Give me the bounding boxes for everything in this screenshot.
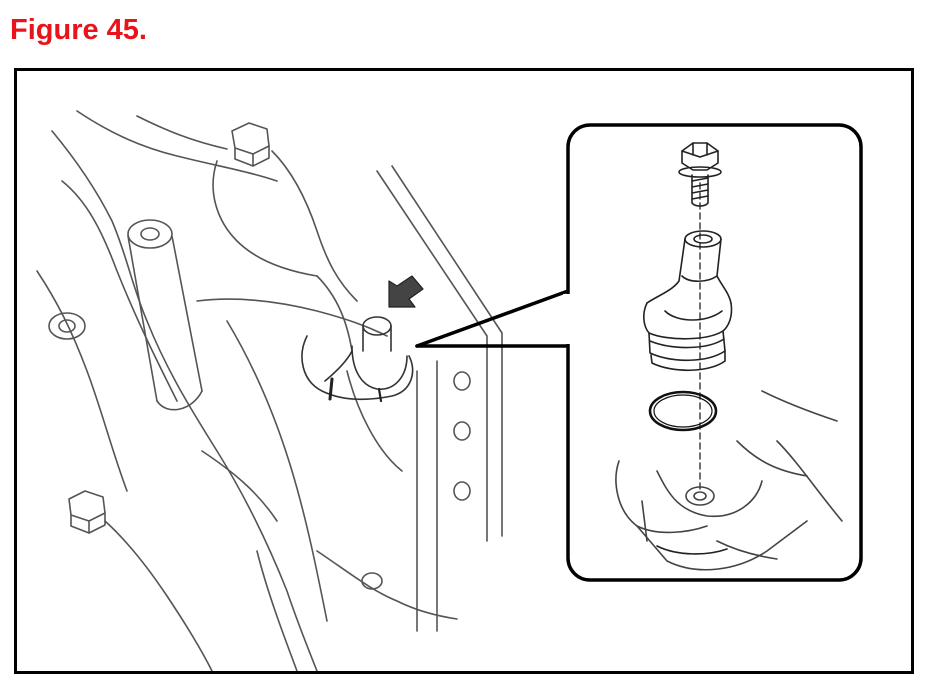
detail-callout [563, 123, 863, 582]
flange-bolt-icon [678, 142, 722, 207]
o-ring-icon [648, 390, 718, 432]
installed-fitting [301, 316, 414, 403]
housing-flange [256, 165, 503, 671]
lower-left-bolt [68, 490, 213, 671]
filler-tube-fitting-icon [643, 230, 733, 372]
callout-pointer [415, 289, 570, 348]
diagram-svg [36, 110, 863, 671]
top-bolt [231, 122, 270, 167]
transmission-housing [36, 110, 503, 671]
housing-boss [127, 219, 203, 411]
arrow-pointer-icon [388, 275, 424, 308]
figure-title: Figure 45. [10, 14, 147, 46]
diagram-frame [14, 68, 914, 674]
housing-port-detail [615, 390, 843, 571]
left-mount-ring [48, 312, 86, 340]
